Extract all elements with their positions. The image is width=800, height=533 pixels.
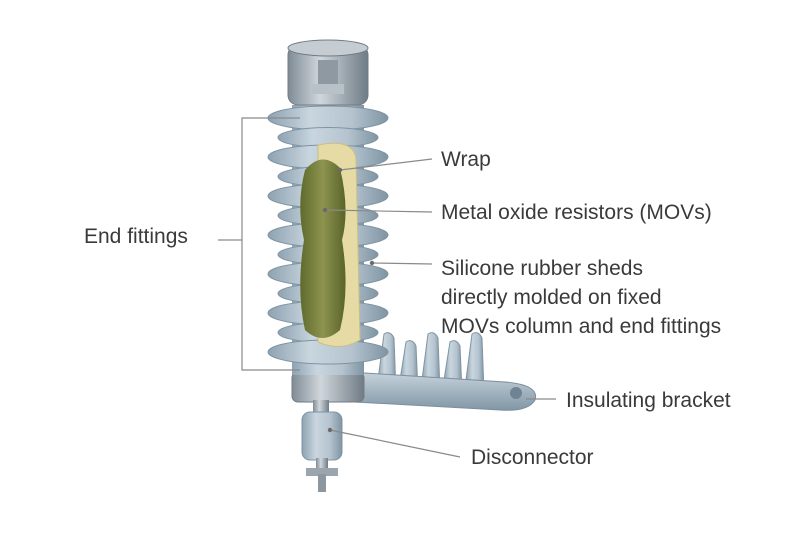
bottom-end-fitting [291, 371, 365, 403]
label-silicone-sheds: Silicone rubber sheds directly molded on… [441, 254, 721, 341]
label-silicone-line: MOVs column and end fittings [441, 315, 722, 338]
label-silicone-line: directly molded on fixed [441, 286, 662, 309]
label-wrap: Wrap [441, 148, 491, 171]
label-insulating-bracket: Insulating bracket [566, 389, 731, 412]
insulating-bracket [349, 371, 537, 411]
bracket-shed [465, 332, 485, 393]
label-silicone-line: Silicone rubber sheds [441, 257, 643, 280]
leader-lines [218, 117, 556, 458]
label-end-fittings: End fittings [84, 225, 188, 248]
label-mov: Metal oxide resistors (MOVs) [441, 201, 712, 224]
bracket-hole [510, 387, 522, 399]
leader-dots [322, 167, 375, 433]
disconnector [301, 400, 343, 492]
top-end-fitting [287, 39, 369, 106]
label-disconnector: Disconnector [471, 446, 594, 469]
mov-cutaway [300, 142, 361, 347]
